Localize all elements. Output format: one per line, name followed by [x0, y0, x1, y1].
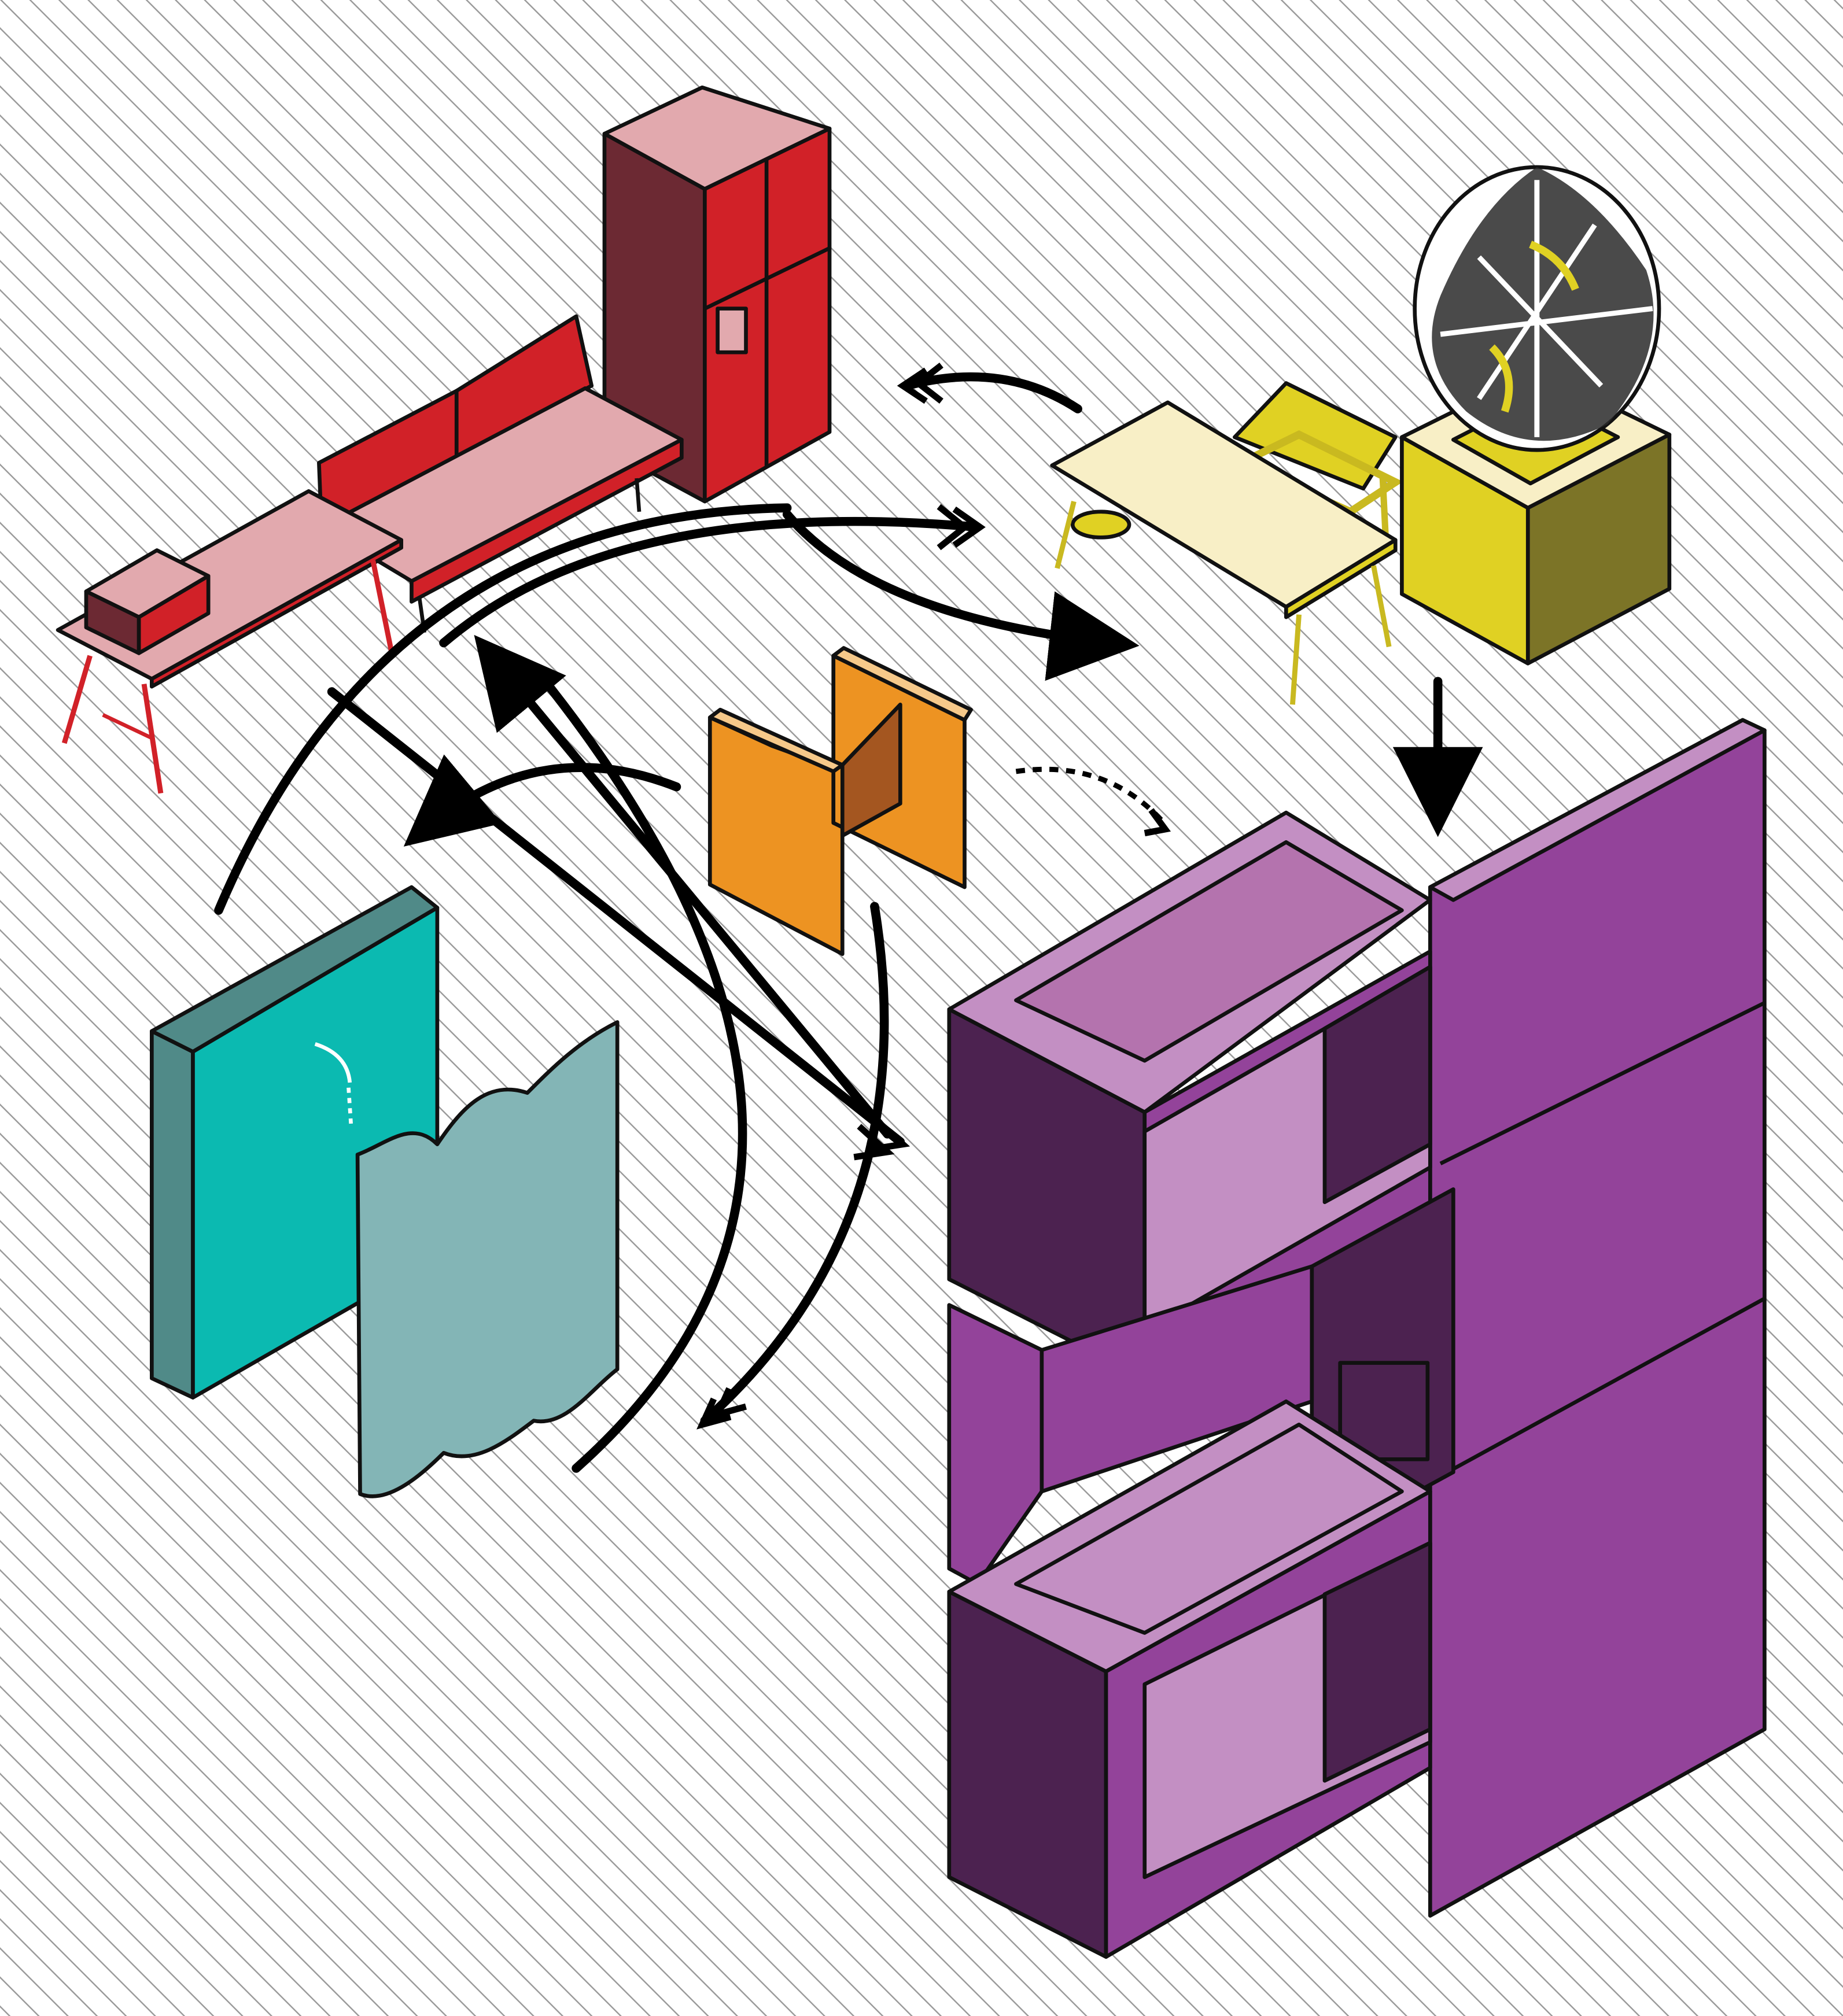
red-furniture-group — [56, 85, 832, 794]
arrow-big-arc — [214, 503, 792, 915]
desk — [1050, 400, 1398, 705]
module2-left — [947, 1303, 1044, 1586]
module1-opening-back — [1322, 965, 1432, 1205]
arrow-lower-curve — [536, 670, 747, 1473]
orange-module — [707, 646, 973, 956]
purple-back-top — [1428, 718, 1767, 902]
stool — [1070, 509, 1131, 540]
microwave — [84, 548, 211, 655]
module3-opening-back — [1322, 1541, 1432, 1783]
purple-back-wall — [1428, 718, 1767, 1918]
purple-storage-unit — [947, 718, 1767, 1959]
sofa-front — [410, 438, 684, 604]
arrow-purple-to-red — [474, 634, 892, 1139]
arrow-red-to-yellow-solid — [782, 509, 1140, 681]
teal-wall-group — [150, 885, 620, 1498]
arrow-red-to-yellow — [439, 516, 982, 648]
orange-top-left-edge — [707, 707, 845, 774]
module2-vent — [1338, 1361, 1430, 1461]
curtain — [355, 1020, 620, 1498]
microwave-front — [137, 574, 211, 655]
yellow-furniture-group — [1050, 165, 1672, 705]
arrow-head-open — [1144, 808, 1171, 837]
arrow-yellow-to-red — [902, 372, 1082, 413]
wall-side — [150, 1029, 195, 1400]
orange-inner-panel — [840, 702, 902, 838]
arrow-orange-to-teal-lower — [700, 902, 889, 1426]
module3-recess — [1014, 1422, 1404, 1635]
orange-top-right-edge — [831, 646, 973, 722]
refrigerator — [602, 85, 832, 504]
module2-inner-wall — [1040, 1264, 1314, 1494]
sofa-back-right — [454, 314, 594, 459]
table-edge — [150, 538, 404, 689]
sofa — [317, 314, 684, 633]
plant-foliage — [1413, 165, 1661, 452]
arrow-orange-to-purple-dashed — [1015, 766, 1166, 825]
arrow-head-double — [897, 363, 943, 404]
water-dispenser — [716, 307, 748, 355]
module1-recess — [1014, 840, 1404, 1063]
arrow-head-double — [937, 504, 986, 551]
desk-edge — [1284, 538, 1398, 619]
arrow-head-double — [696, 1387, 747, 1430]
flow-arrows — [214, 363, 1483, 1473]
arrow-orange-to-teal — [403, 754, 681, 847]
